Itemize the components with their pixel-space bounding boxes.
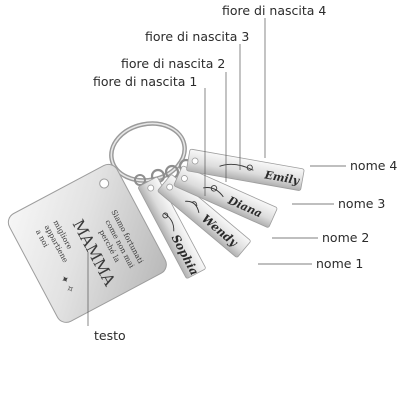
label-name-3: nome 3: [338, 196, 385, 211]
label-birth-flower-4: fiore di nascita 4: [222, 3, 326, 18]
label-name-1: nome 1: [316, 256, 363, 271]
callout-lines: [87, 18, 346, 326]
label-birth-flower-1: fiore di nascita 1: [93, 74, 197, 89]
bar-4-name: Emily: [263, 168, 302, 187]
label-name-4: nome 4: [350, 158, 397, 173]
label-text: testo: [94, 328, 126, 343]
birth-flower-1-icon: [162, 212, 175, 232]
birth-flower-4-icon: [219, 163, 254, 171]
bar-4: Emily: [186, 148, 305, 191]
label-birth-flower-2: fiore di nascita 2: [121, 56, 225, 71]
main-tag: Siamo fortunati come non mai perché la M…: [7, 163, 167, 323]
label-birth-flower-3: fiore di nascita 3: [145, 29, 249, 44]
label-name-2: nome 2: [322, 230, 369, 245]
birth-flower-2-icon: [185, 200, 200, 213]
